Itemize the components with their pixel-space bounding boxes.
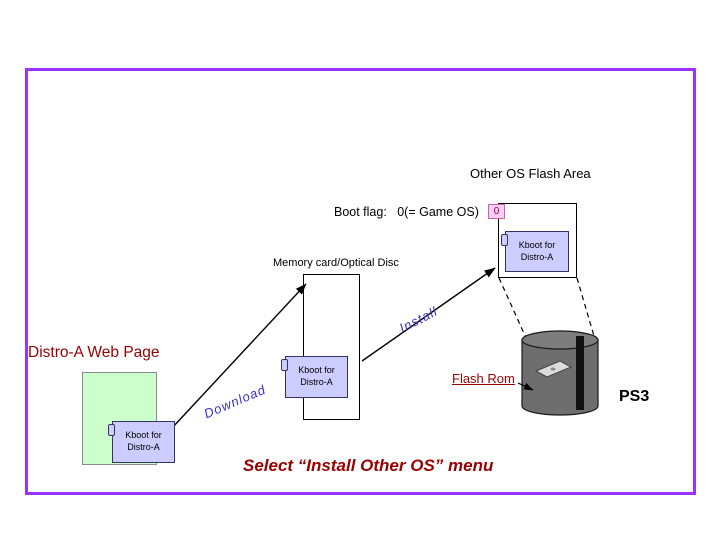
kboot-scroll-webpage: Kboot for Distro-A bbox=[108, 421, 175, 463]
boot-flag-value-box: 0 bbox=[488, 204, 505, 219]
kboot-scroll-memory: Kboot for Distro-A bbox=[281, 356, 348, 398]
boot-flag-label: Boot flag: 0(= Game OS) bbox=[334, 205, 479, 219]
ps3-label: PS3 bbox=[619, 388, 650, 405]
memory-card-box bbox=[303, 274, 360, 420]
select-install-other-os-caption: Select “Install Other OS” menu bbox=[243, 456, 494, 475]
kboot-scroll-flash: Kboot for Distro-A bbox=[501, 231, 569, 272]
flash-rom-label: Flash Rom bbox=[452, 371, 515, 386]
other-os-flash-area-label: Other OS Flash Area bbox=[470, 166, 591, 181]
memory-card-label: Memory card/Optical Disc bbox=[273, 257, 399, 269]
distro-a-web-page-label: Distro-A Web Page bbox=[28, 344, 160, 361]
